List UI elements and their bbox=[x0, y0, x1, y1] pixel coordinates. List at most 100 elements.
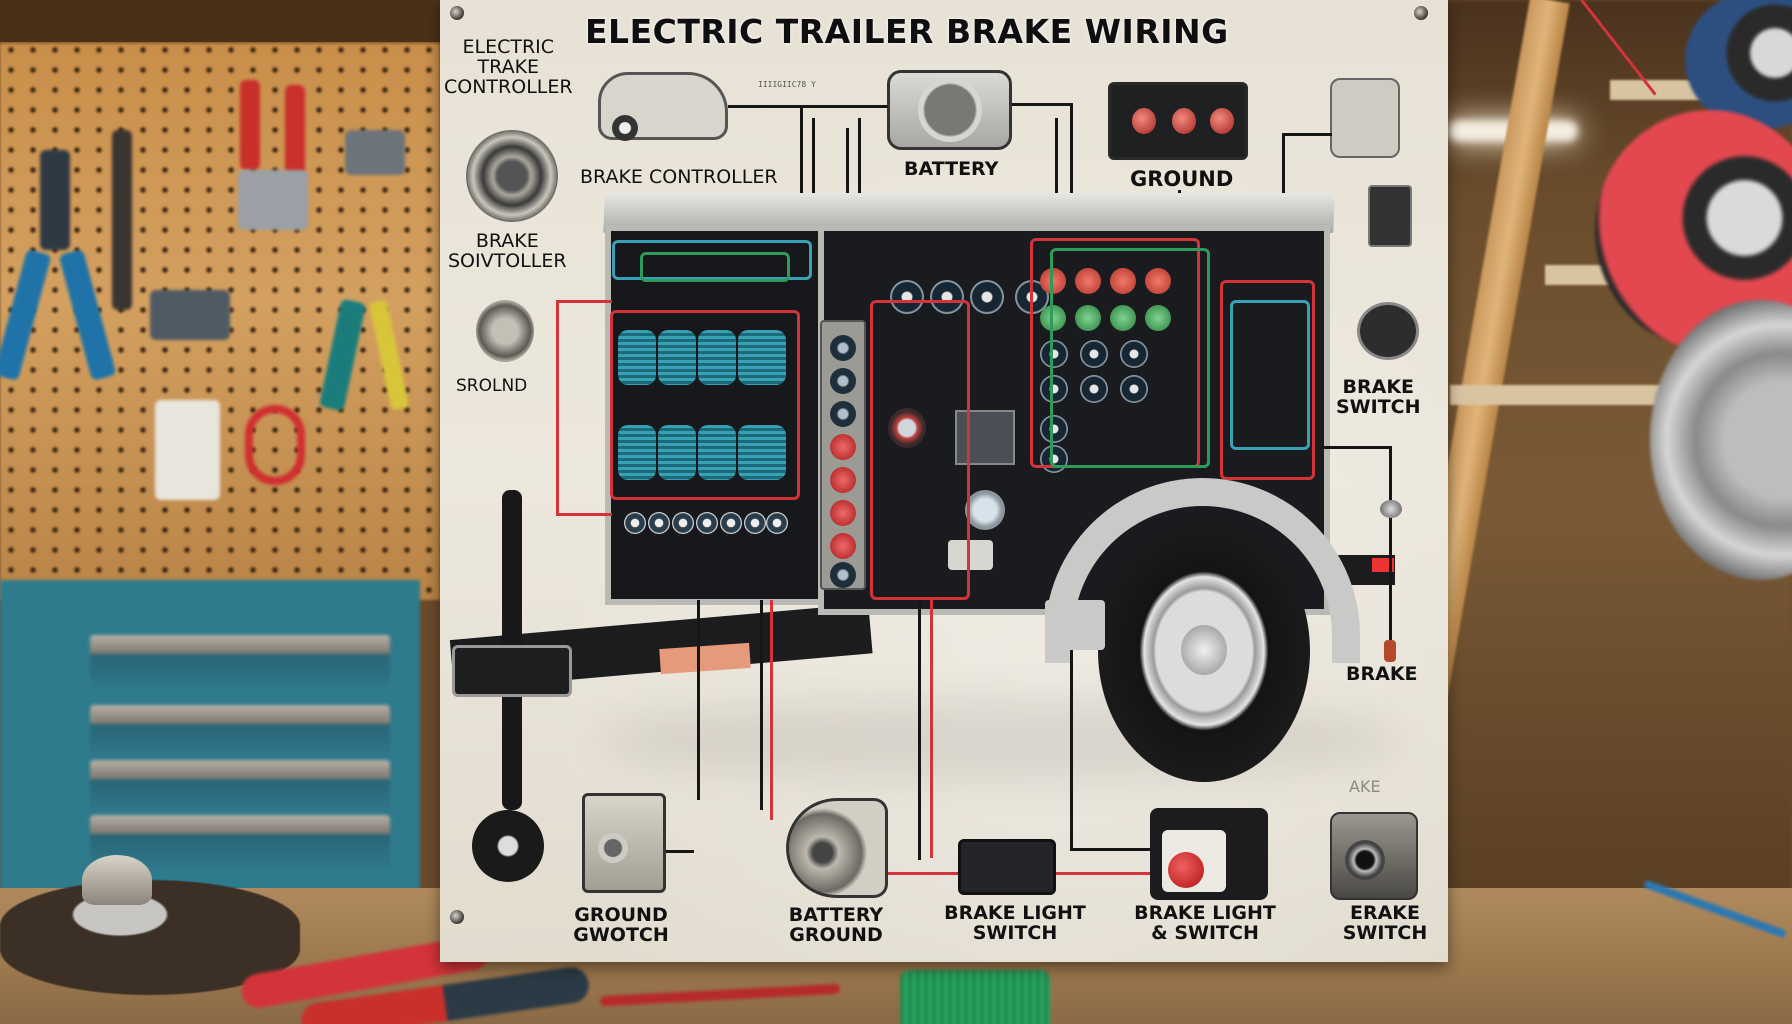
terminal-icon bbox=[1040, 340, 1068, 368]
brake-light-switch-icon bbox=[958, 839, 1056, 895]
screw-icon bbox=[450, 910, 464, 924]
tool-chest bbox=[0, 580, 420, 900]
wire-black bbox=[918, 600, 921, 860]
terminal-icon bbox=[1040, 375, 1068, 403]
label-ake-faded: AKE bbox=[1349, 777, 1381, 796]
wood-beam bbox=[0, 0, 440, 42]
wire-black bbox=[697, 600, 700, 800]
drawer bbox=[90, 705, 390, 763]
wire-coil-icon bbox=[658, 425, 696, 480]
circuit-trace-green bbox=[1050, 248, 1210, 468]
indicator-lamp-icon bbox=[830, 401, 856, 427]
control-module-icon bbox=[955, 410, 1015, 465]
wire-black bbox=[1070, 848, 1150, 851]
terminal-icon bbox=[1080, 375, 1108, 403]
drawer bbox=[90, 635, 390, 693]
wire-red bbox=[770, 600, 773, 820]
label-electric-trake-controller: ELECTRIC TRAKE CONTROLLER bbox=[444, 36, 573, 98]
brake-controller-dial-icon bbox=[466, 130, 558, 222]
switch-dial-icon bbox=[598, 833, 628, 863]
brake-wire-end-icon bbox=[1384, 640, 1396, 662]
wrench-icon bbox=[238, 170, 308, 230]
indicator-lamp-icon bbox=[830, 335, 856, 361]
round-button-icon bbox=[965, 490, 1005, 530]
hammer-icon bbox=[112, 130, 132, 310]
tape-knob bbox=[82, 855, 152, 905]
label-sroind: SROLND bbox=[456, 376, 528, 396]
wire-red bbox=[888, 872, 958, 875]
red-lamp-icon bbox=[830, 500, 856, 526]
label-ground-swotch: GROUND GWOTCH bbox=[573, 904, 669, 946]
terminal-knob-icon bbox=[766, 512, 788, 534]
dial-icon bbox=[888, 408, 926, 448]
terminal-knob-icon bbox=[696, 512, 718, 534]
poster-title: ELECTRIC TRAILER BRAKE WIRING bbox=[585, 12, 1229, 51]
terminal-knob-icon bbox=[720, 512, 742, 534]
wire-black bbox=[1070, 650, 1073, 850]
wire-coil-icon bbox=[738, 425, 786, 480]
terminal-knob-icon bbox=[624, 512, 646, 534]
micro-text: IIIIGIIC78 Y bbox=[758, 80, 816, 89]
label-battery: BATTERY bbox=[904, 158, 999, 180]
red-lamp-icon bbox=[830, 533, 856, 559]
label-erake-switch: ERAKE SWITCH bbox=[1342, 902, 1428, 944]
hitch-coupler-icon bbox=[452, 645, 572, 697]
circuit-trace-red bbox=[870, 300, 970, 600]
wire-black bbox=[1282, 133, 1332, 136]
wire-red bbox=[556, 300, 559, 515]
battery-ground-icon bbox=[786, 798, 888, 898]
wire-black bbox=[1322, 446, 1390, 449]
brake-light-red-icon bbox=[1168, 852, 1204, 888]
screw-icon bbox=[450, 6, 464, 20]
red-indicator-icon bbox=[1132, 108, 1156, 134]
relay-module-icon bbox=[1330, 78, 1400, 158]
terminal-knob-icon bbox=[648, 512, 670, 534]
wire-coil-icon bbox=[738, 330, 786, 385]
brake-connector-icon bbox=[1380, 500, 1402, 518]
fender-edge bbox=[1045, 600, 1105, 650]
circuit-trace-green bbox=[640, 252, 790, 282]
red-terminal-icon bbox=[1145, 268, 1171, 294]
red-indicator-icon bbox=[1172, 108, 1196, 134]
red-indicator-icon bbox=[1210, 108, 1234, 134]
red-terminal-icon bbox=[1075, 268, 1101, 294]
ground-part-icon bbox=[476, 300, 534, 362]
wire-red bbox=[1056, 872, 1150, 875]
wire-coil-icon bbox=[698, 425, 736, 480]
label-plate-icon bbox=[948, 540, 993, 570]
terminal-icon bbox=[1040, 445, 1068, 473]
circuit-trace-teal bbox=[612, 240, 812, 280]
label-brake-soontoller: BRAKE SOIVTOLLER bbox=[448, 230, 567, 272]
indicator-lamp-icon bbox=[830, 562, 856, 588]
green-wire-spool-icon bbox=[900, 970, 1050, 1024]
brake-switch-lens-icon bbox=[1345, 840, 1385, 880]
circuit-trace-red bbox=[610, 310, 800, 500]
wire-black bbox=[1070, 103, 1073, 233]
battery-grille-icon bbox=[918, 78, 982, 142]
car-wheel-icon bbox=[612, 115, 638, 141]
label-brake: BRAKE bbox=[1346, 663, 1418, 685]
green-terminal-icon bbox=[1145, 305, 1171, 331]
wire-coil-icon bbox=[618, 330, 656, 385]
pliers-head-icon bbox=[40, 150, 70, 250]
red-lamp-icon bbox=[830, 467, 856, 493]
wire-black bbox=[1055, 118, 1058, 238]
screwdriver-set-icon bbox=[150, 290, 230, 340]
circuit-trace-teal bbox=[1230, 300, 1310, 450]
label-battery-ground: BATTERY GROUND bbox=[788, 904, 884, 946]
gauge-icon bbox=[930, 280, 964, 314]
terminal-icon bbox=[1080, 340, 1108, 368]
circuit-trace-red bbox=[1220, 280, 1315, 480]
red-terminal-icon bbox=[1040, 268, 1066, 294]
wire-black bbox=[1012, 103, 1072, 106]
terminal-knob-icon bbox=[744, 512, 766, 534]
red-lamp-icon bbox=[830, 434, 856, 460]
trailer-front-panel bbox=[605, 225, 823, 605]
wire-coil-icon bbox=[618, 425, 656, 480]
terminal-knob-icon bbox=[672, 512, 694, 534]
label-brake-switch: BRAKE SWITCH bbox=[1336, 376, 1421, 418]
wire-coil-icon bbox=[658, 330, 696, 385]
gauge-icon bbox=[890, 280, 924, 314]
label-ground: GROUND bbox=[1130, 167, 1234, 191]
